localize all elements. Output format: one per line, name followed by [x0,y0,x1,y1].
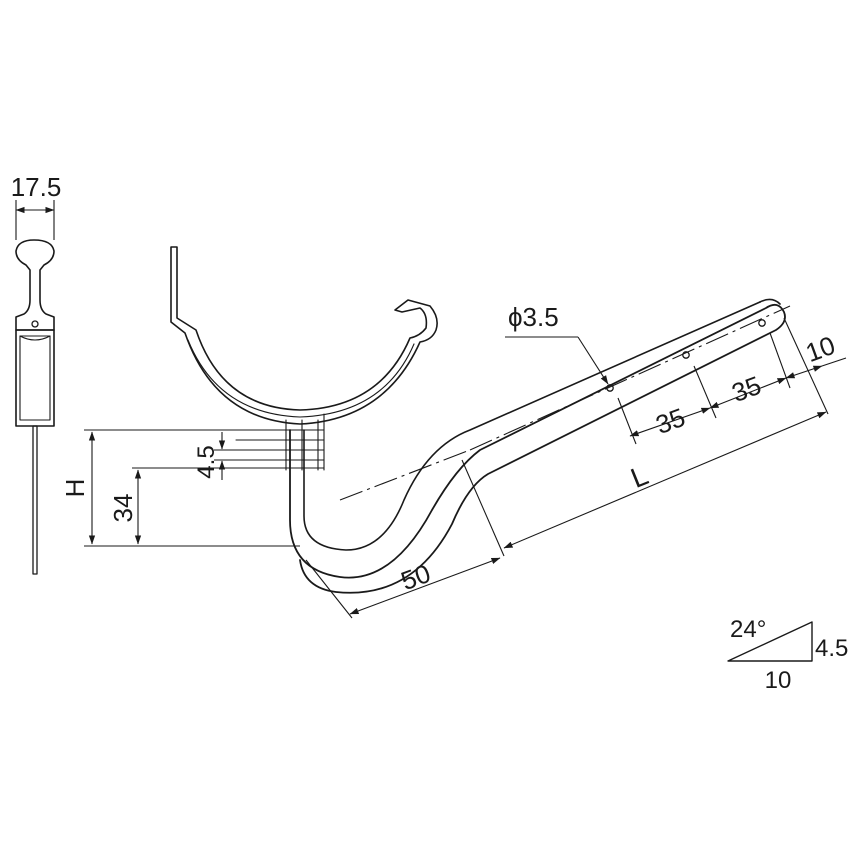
dim-height-34: 34 [108,494,138,523]
dim-spacing-1: 35 [652,402,689,440]
dim-hook-length: 50 [397,558,434,596]
side-view: 17.5 [11,172,62,575]
dim-width-side: 17.5 [11,172,62,202]
slope-angle: 24° [730,616,766,643]
dim-length: L [626,459,652,494]
slope-rise: 4.5 [815,635,848,662]
hook-bar [289,298,791,594]
dim-spacing-2: 35 [728,370,765,408]
slope-run: 10 [765,667,792,694]
slope-note: 24° 4.5 10 [727,616,848,694]
dim-hook-gap: 4.5 [193,445,220,478]
dimensions: ϕ3.5 35 35 10 L 50 H 34 [60,302,847,619]
dim-height: H [60,479,90,498]
dim-hole-diameter: ϕ3.5 [508,302,559,332]
